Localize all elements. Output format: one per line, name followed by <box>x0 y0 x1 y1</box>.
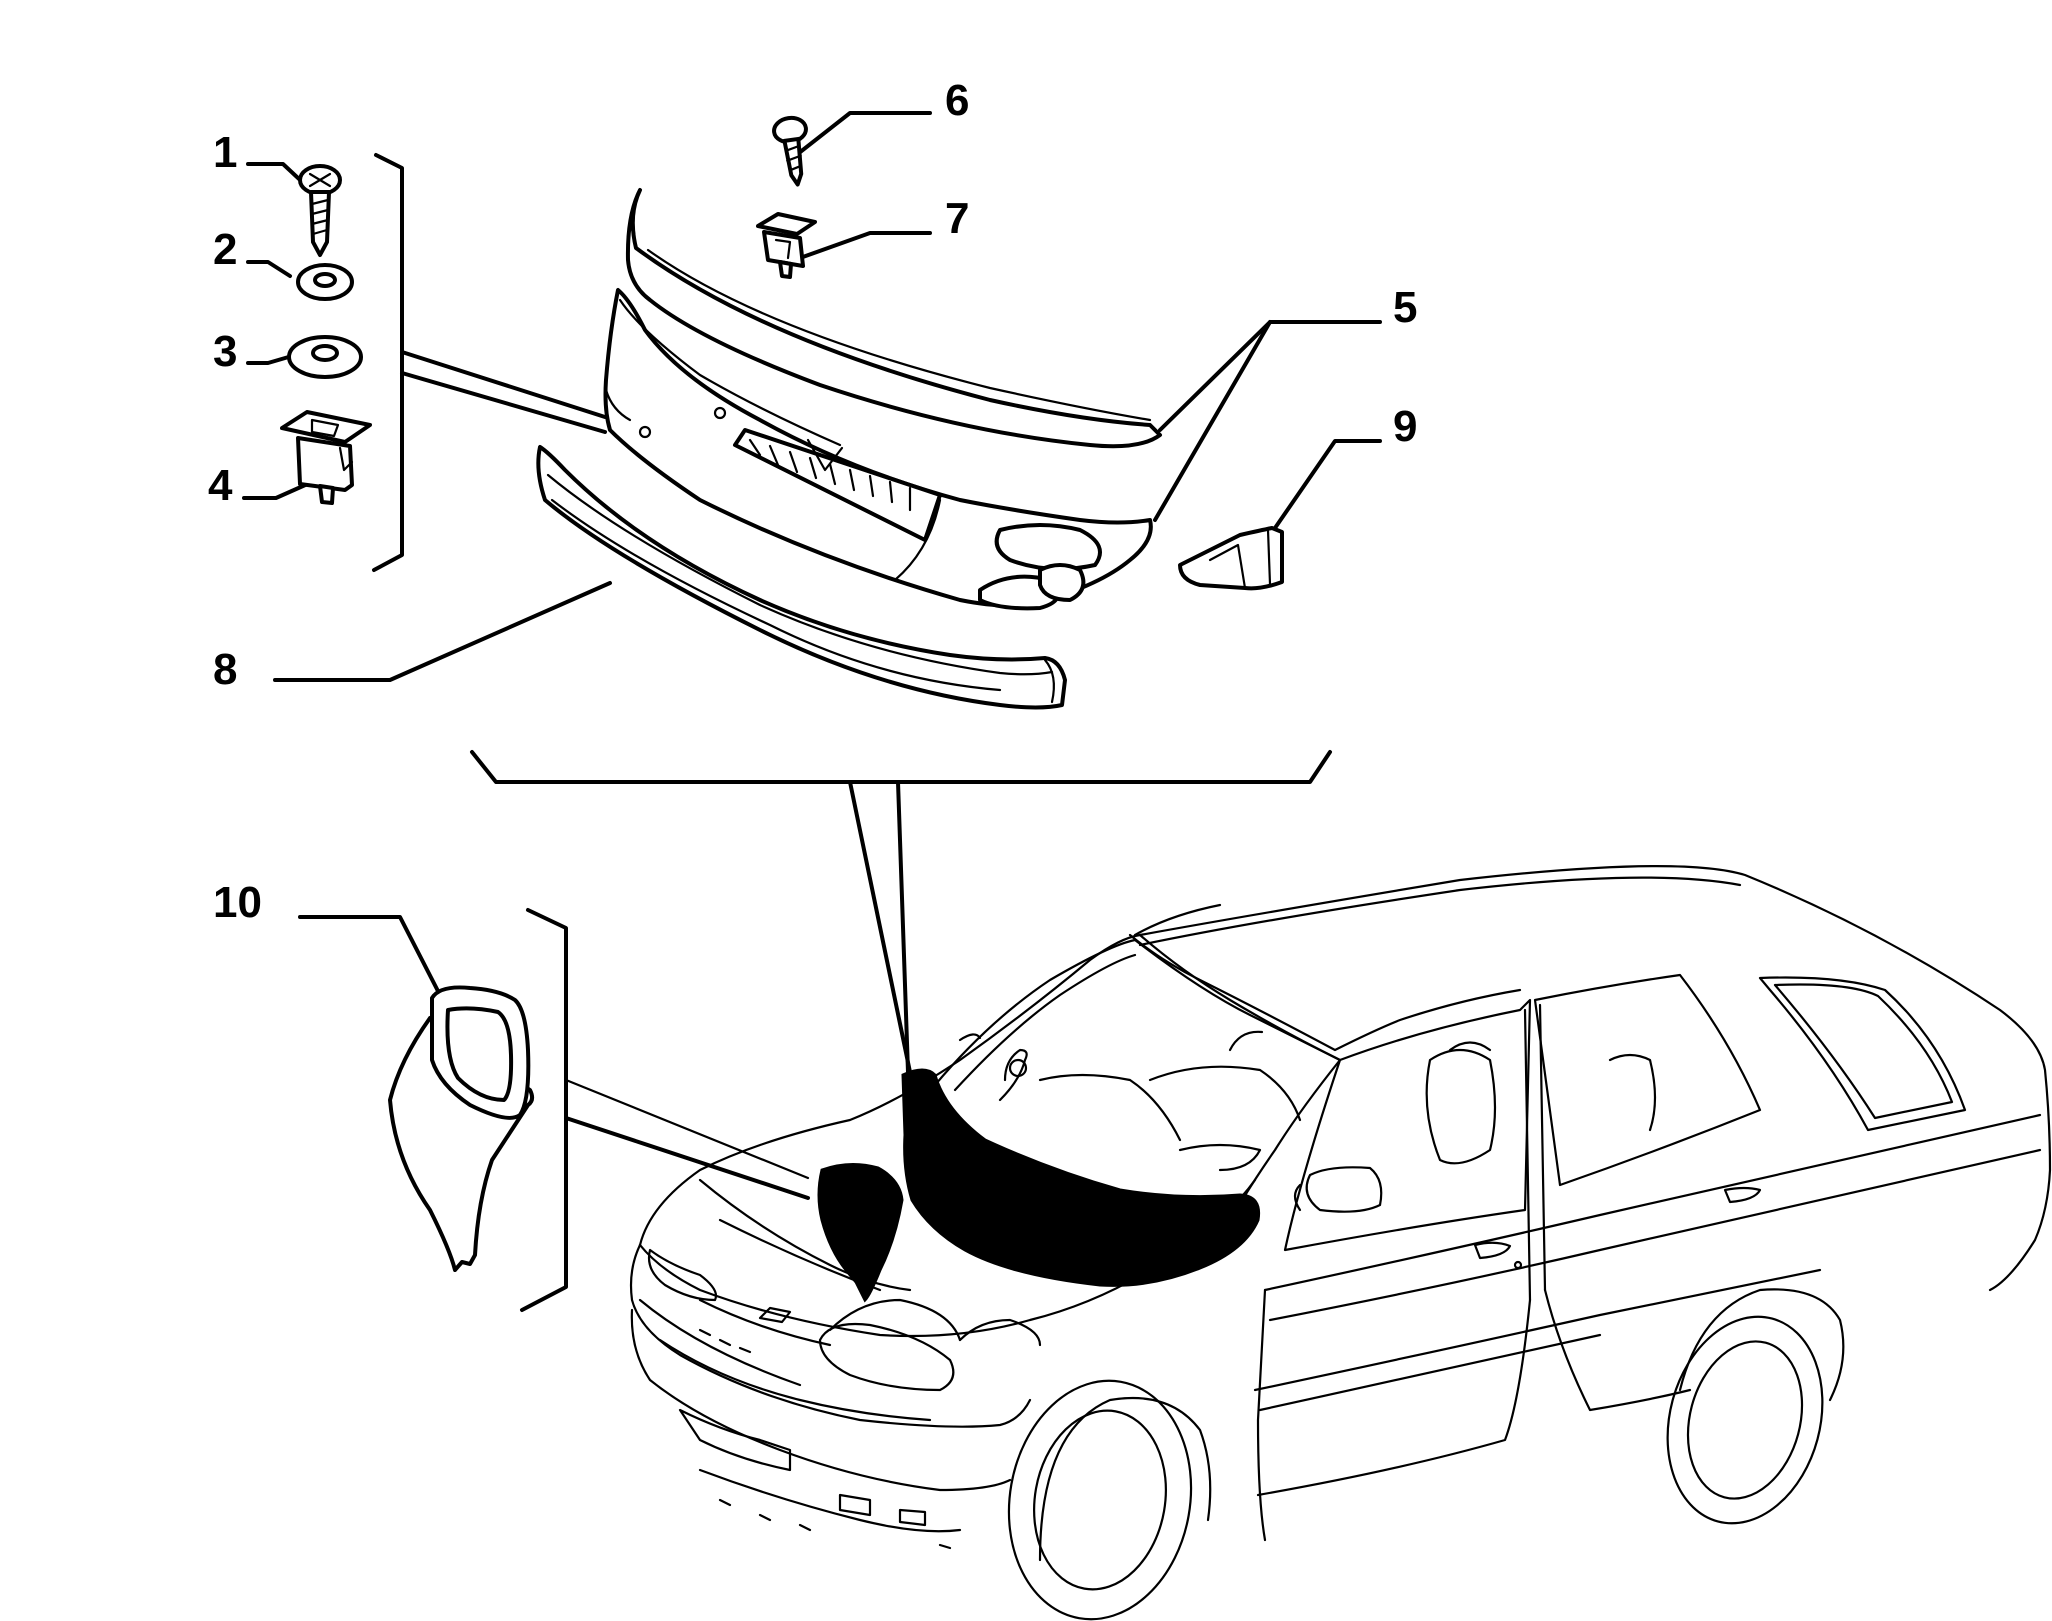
installed-insulation-pad <box>901 1068 1261 1287</box>
car-illustration <box>629 865 2052 1621</box>
gasket-panel-icon <box>388 985 535 1272</box>
callout-8: 8 <box>213 645 237 694</box>
callout-3: 3 <box>213 327 237 376</box>
installed-gasket-panel <box>817 1163 904 1303</box>
callout-10: 10 <box>213 878 262 927</box>
callout-2: 2 <box>213 225 237 274</box>
clip-nut-icon <box>756 212 817 279</box>
bracket-icon <box>1178 526 1284 591</box>
washer-icon <box>296 263 354 301</box>
callout-4: 4 <box>208 461 233 510</box>
callout-5: 5 <box>1393 283 1417 332</box>
screw-icon <box>772 115 808 187</box>
seal-strip-icon <box>536 445 1067 710</box>
callout-9: 9 <box>1393 402 1417 451</box>
clip-nut-icon <box>280 410 372 505</box>
screw-icon <box>298 164 342 257</box>
washer-icon <box>287 335 363 379</box>
callout-1: 1 <box>213 128 237 177</box>
leader-lines <box>242 111 1382 1312</box>
bonnet-insulation-pad-icon <box>603 288 1153 611</box>
upper-seal-strip <box>625 188 1162 449</box>
callout-6: 6 <box>945 76 969 125</box>
callout-7: 7 <box>945 194 969 243</box>
